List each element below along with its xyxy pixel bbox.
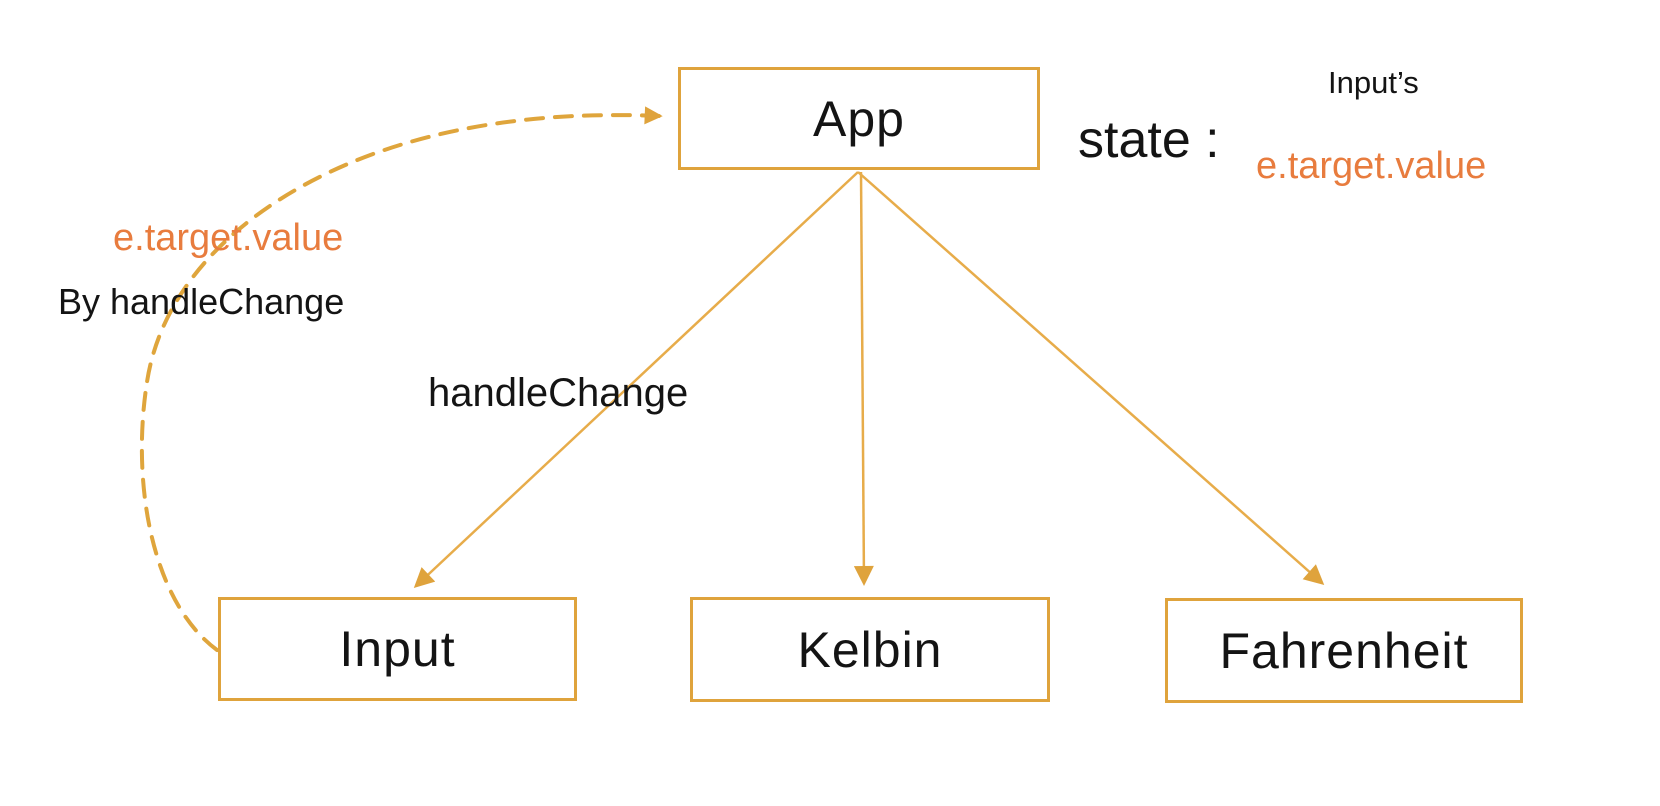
node-kelbin-label: Kelbin [797, 621, 943, 678]
node-app-label: App [813, 90, 905, 147]
edge-app-to-fahrenheit [857, 171, 1325, 585]
node-input: Input [218, 597, 577, 701]
node-input-label: Input [339, 621, 456, 677]
node-app: App [678, 67, 1040, 170]
node-fahrenheit: Fahrenheit [1165, 598, 1523, 703]
feedback-value-label: e.target.value [113, 217, 344, 259]
state-owner-label: Input’s [1328, 65, 1419, 100]
node-fahrenheit-label: Fahrenheit [1219, 622, 1469, 679]
edge-app-to-kelbin [853, 171, 874, 586]
state-value-label: e.target.value [1256, 145, 1487, 187]
handlechange-edge-label: handleChange [428, 371, 689, 415]
feedback-by-label: By handleChange [58, 281, 345, 322]
node-kelbin: Kelbin [690, 597, 1050, 702]
state-label: state : [1078, 111, 1220, 169]
